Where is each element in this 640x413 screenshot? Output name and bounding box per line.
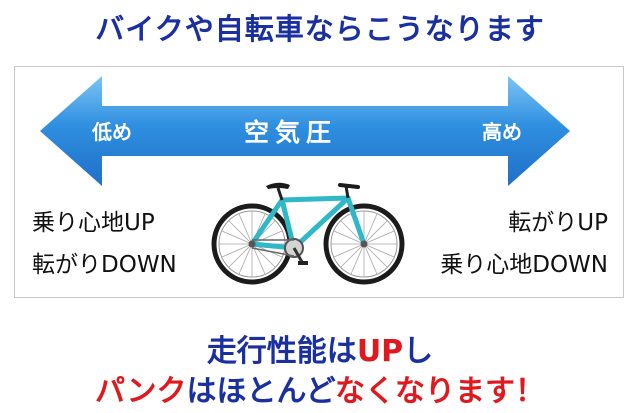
bicycle-icon [211,182,405,285]
conclusion-line-2: パンクはほとんどなくなります！ [0,366,640,410]
rolling-up-text: 転がりUP [508,210,608,236]
disappears-text: なくなります！ [335,374,545,409]
low-pressure-label: 低め [92,120,132,144]
up-emphasis-text: UP [356,334,404,369]
page-title: バイクや自転車ならこうなります [95,12,545,46]
low-pressure-effects: 乗り心地UP 転がりDOWN [32,202,177,286]
puncture-text: パンク [95,374,187,409]
high-pressure-effects: 転がりUP 乗り心地DOWN [440,202,608,286]
conclusion-line-1: 走行性能はUPし [0,326,640,370]
shi-text: し [403,334,434,369]
ride-comfort-down-text: 乗り心地DOWN [440,252,608,278]
air-pressure-label: 空気圧 [244,118,338,147]
rolling-down-text: 転がりDOWN [32,252,177,278]
performance-text: 走行性能は [206,334,357,369]
double-arrow-icon [40,76,570,186]
high-pressure-label: 高め [482,120,522,144]
ride-comfort-up-text: 乗り心地UP [32,210,155,236]
almost-text: はほとんど [186,374,336,409]
